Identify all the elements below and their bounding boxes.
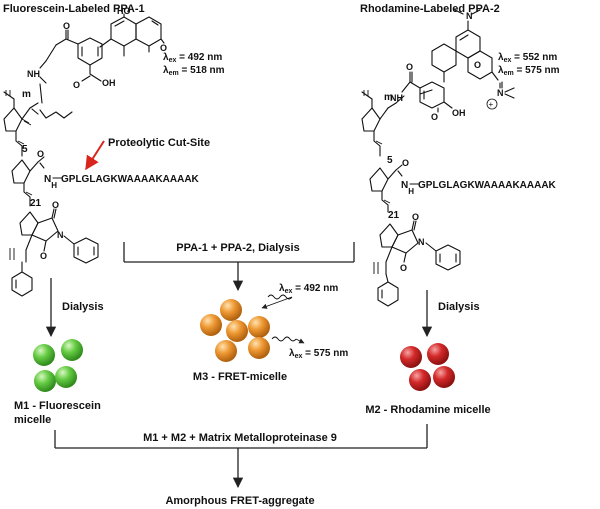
ppa2-structure: Rhodamine-Labeled PPA-2 N O N + OH O <box>360 3 560 307</box>
ppa1-imide-n: N <box>57 230 64 240</box>
dialysis-left-label: Dialysis <box>62 301 104 313</box>
rhodamine-ring-o: O <box>474 60 481 70</box>
emission-wave <box>271 336 297 342</box>
ppa1-imide-o1: O <box>52 200 59 210</box>
ppa2-nh: NH <box>401 180 414 196</box>
ppa2-21: 21 <box>388 210 400 221</box>
fluorescein-ho: HO <box>117 6 131 16</box>
fluorescein-acid-oh: OH <box>102 78 116 88</box>
rhodamine-charge: + <box>489 100 494 109</box>
rhodamine-acid-o: O <box>431 112 438 122</box>
m2-label: M2 - Rhodamine micelle <box>365 404 490 416</box>
m1-label-line2: micelle <box>14 414 51 426</box>
m1-label-line1: M1 - Fluorescein <box>14 400 101 412</box>
ppa2-imide-n: N <box>418 237 425 247</box>
ppa2-imide-o2: O <box>400 263 407 273</box>
ppa2-imide-o1: O <box>412 212 419 222</box>
ppa1-amide-o: O <box>37 149 44 159</box>
fluorescein-amide-o: O <box>63 21 70 31</box>
enzyme-step-label: M1 + M2 + Matrix Metalloproteinase 9 <box>143 432 337 444</box>
ppa2-em-label: λem = 575 nm <box>498 65 560 77</box>
rhodamine-acid-oh: OH <box>452 108 466 118</box>
ppa1-peptide: GPLGLAGKWAAAAKAAAAK <box>61 174 200 185</box>
ppa2-5: 5 <box>387 155 393 166</box>
cut-site-arrow <box>85 140 105 171</box>
fluorescein-dye: HO O O OH O NH <box>27 6 167 90</box>
ppa1-ex-label: λex = 492 nm <box>163 52 222 64</box>
ppa1-5: 5 <box>22 144 28 155</box>
mix-step-label: PPA-1 + PPA-2, Dialysis <box>176 242 299 254</box>
dialysis-right-label: Dialysis <box>438 301 480 313</box>
rhodamine-amide-o: O <box>406 62 413 72</box>
rhodamine-n-top: N <box>466 11 473 21</box>
linker-nh: NH <box>27 69 40 79</box>
ppa1-nh: NH <box>44 174 57 190</box>
ppa2-m: m <box>384 92 393 103</box>
ppa1-backbone: m 5 O 21 O N O <box>3 89 99 297</box>
ppa1-structure: Fluorescein-Labeled PPA-1 HO O O OH <box>3 3 225 297</box>
ppa1-imide-o2: O <box>40 251 47 261</box>
fluorescein-ring-o: O <box>160 43 167 53</box>
rhodamine-n-right: N <box>497 88 504 98</box>
mix-bracket <box>123 242 355 292</box>
ppa2-ex-label: λex = 552 nm <box>498 52 557 64</box>
ppa1-m: m <box>22 89 31 100</box>
ppa2-linker-nh: NH <box>390 93 403 103</box>
m1-micelle <box>33 339 83 392</box>
ppa1-title: Fluorescein-Labeled PPA-1 <box>3 3 145 15</box>
m2-micelle <box>400 343 455 391</box>
ppa1-21: 21 <box>30 198 42 209</box>
m3-micelle <box>200 299 270 362</box>
ppa1-em-label: λem = 518 nm <box>163 65 225 77</box>
ppa2-backbone: m 5 O 21 O N O <box>361 90 461 307</box>
ppa2-title: Rhodamine-Labeled PPA-2 <box>360 3 500 15</box>
ppa2-peptide: GPLGLAGKWAAAAKAAAAK <box>418 180 557 191</box>
product-label: Amorphous FRET-aggregate <box>165 495 314 507</box>
cut-site-label: Proteolytic Cut-Site <box>108 137 210 149</box>
enzyme-bracket <box>54 424 428 489</box>
m3-label: M3 - FRET-micelle <box>193 371 287 383</box>
m3-ex-label: λex = 492 nm <box>279 283 338 295</box>
ppa2-amide-o: O <box>402 158 409 168</box>
fluorescein-acid-o: O <box>73 80 80 90</box>
rhodamine-dye: N O N + OH O O <box>390 9 515 122</box>
m3-em-label: λex = 575 nm <box>289 348 348 360</box>
